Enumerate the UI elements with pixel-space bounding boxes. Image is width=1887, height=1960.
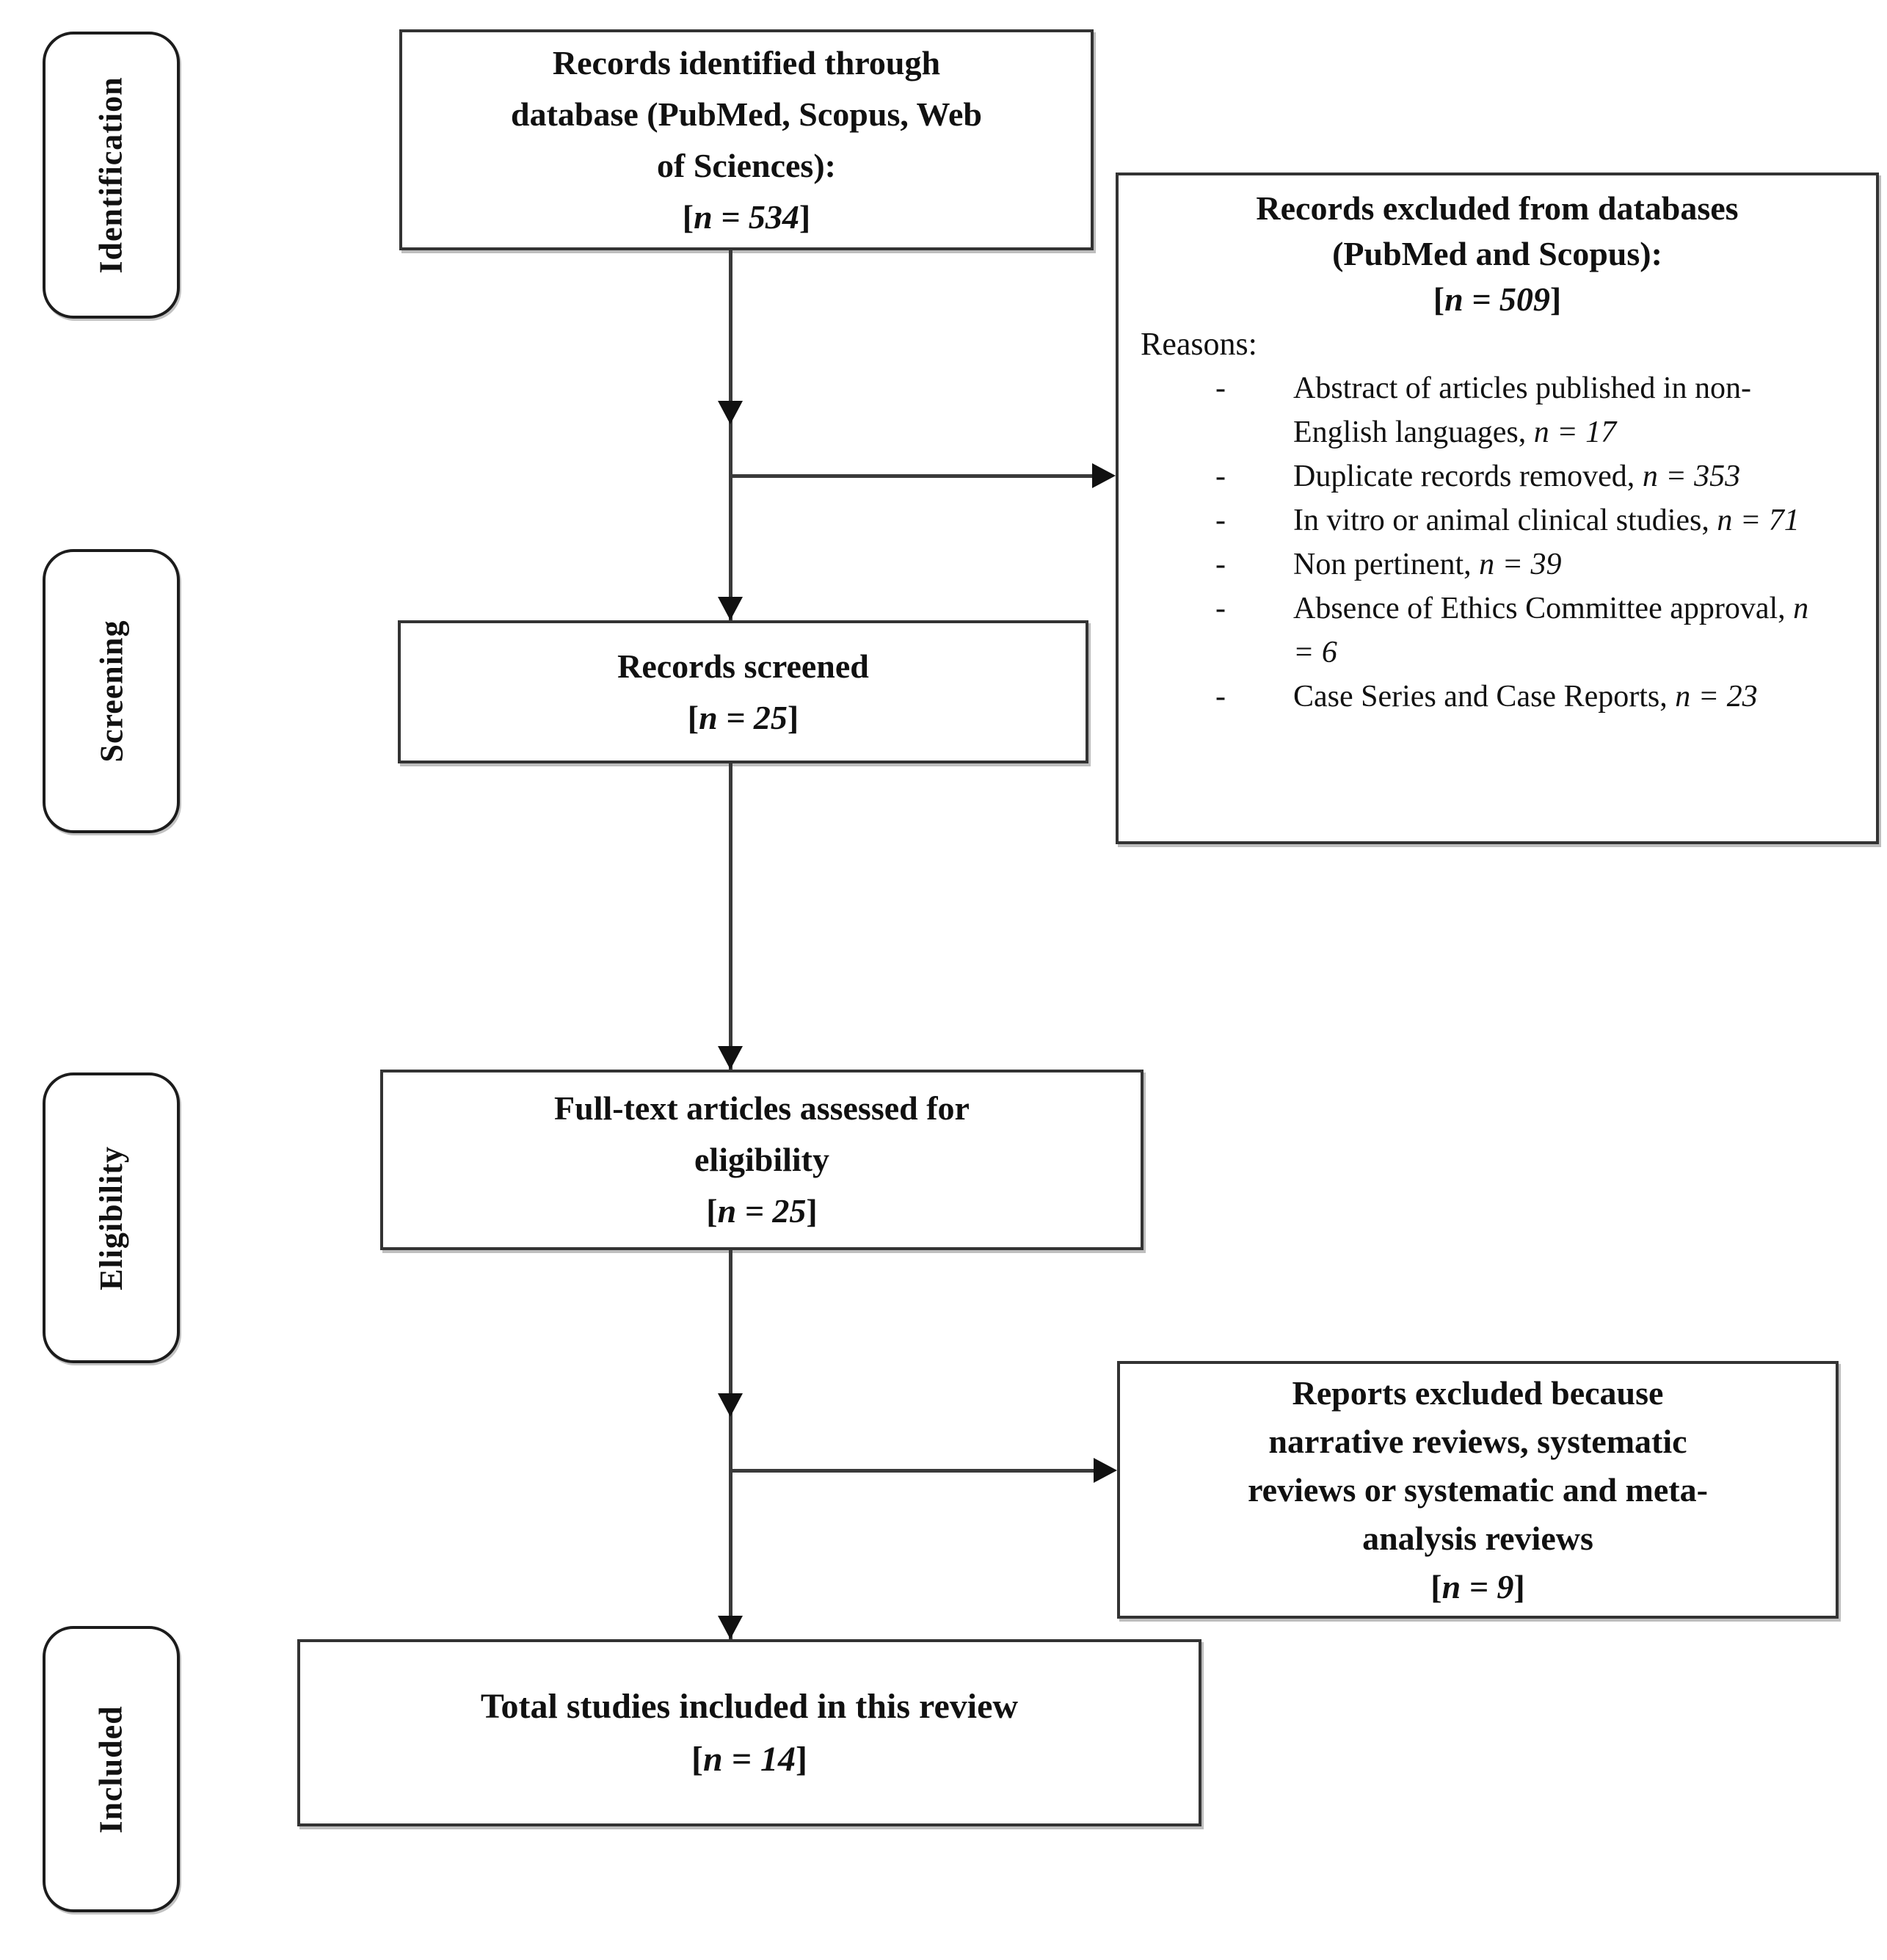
arrowhead-right-icon [1092, 463, 1116, 488]
reason-item: Duplicate records removed, n = 353 [1215, 454, 1822, 498]
stage-pill-eligibility: Eligibility [43, 1072, 180, 1363]
arrowhead-down-icon [718, 597, 743, 620]
records-screened-title: Records screened [617, 647, 869, 685]
reports-excluded-title: Reports excluded because narrative revie… [1248, 1373, 1708, 1557]
box-fulltext-assessed: Full-text articles assessed for eligibil… [380, 1070, 1144, 1250]
box-reports-excluded: Reports excluded because narrative revie… [1117, 1361, 1839, 1619]
box-records-identified: Records identified through database (Pub… [399, 29, 1094, 250]
stage-pill-identification: Identification [43, 32, 180, 319]
records-screened-count: [n = 25] [687, 698, 799, 736]
reason-item: Absence of Ethics Committee approval, n … [1215, 587, 1822, 675]
flow-line-branch-to-reports-excluded [730, 1469, 1094, 1473]
stage-label-eligibility: Eligibility [93, 1145, 130, 1291]
records-excluded-count: [n = 509] [1433, 280, 1562, 318]
records-identified-title: Records identified through database (Pub… [510, 43, 982, 184]
arrowhead-down-icon [718, 1393, 743, 1417]
stage-pill-included: Included [43, 1626, 180, 1912]
fulltext-assessed-title: Full-text articles assessed for eligibil… [554, 1089, 970, 1178]
arrowhead-down-icon [718, 1616, 743, 1639]
stage-label-screening: Screening [93, 620, 129, 763]
box-records-excluded-databases: Records excluded from databases (PubMed … [1116, 173, 1879, 844]
reasons-list: Abstract of articles published in non-En… [1119, 366, 1876, 719]
reasons-label: Reasons: [1141, 326, 1257, 362]
reason-item: Abstract of articles published in non-En… [1215, 366, 1822, 454]
arrowhead-down-icon [718, 401, 743, 424]
stage-label-included: Included [92, 1705, 129, 1834]
box-total-included: Total studies included in this review [n… [297, 1639, 1201, 1826]
arrowhead-right-icon [1094, 1458, 1117, 1483]
total-included-count: [n = 14] [691, 1739, 808, 1779]
stage-label-identification: Identification [93, 76, 130, 274]
stage-pill-screening: Screening [43, 549, 180, 833]
flow-line-branch-to-excluded-databases [730, 474, 1092, 478]
records-excluded-title: Records excluded from databases (PubMed … [1256, 189, 1739, 272]
arrowhead-down-icon [718, 1046, 743, 1070]
reason-item: Case Series and Case Reports, n = 23 [1215, 675, 1822, 719]
box-records-screened: Records screened [n = 25] [398, 620, 1088, 763]
records-identified-count: [n = 534] [682, 197, 811, 236]
total-included-title: Total studies included in this review [480, 1686, 1019, 1726]
reports-excluded-count: [n = 9] [1430, 1567, 1525, 1605]
reason-item: In vitro or animal clinical studies, n =… [1215, 498, 1822, 542]
flow-line-screened-to-fulltext [729, 763, 732, 1070]
fulltext-assessed-count: [n = 25] [706, 1192, 818, 1230]
flow-line-identified-to-screened [729, 250, 732, 620]
reason-item: Non pertinent, n = 39 [1215, 542, 1822, 587]
flow-line-fulltext-to-total [729, 1250, 732, 1639]
